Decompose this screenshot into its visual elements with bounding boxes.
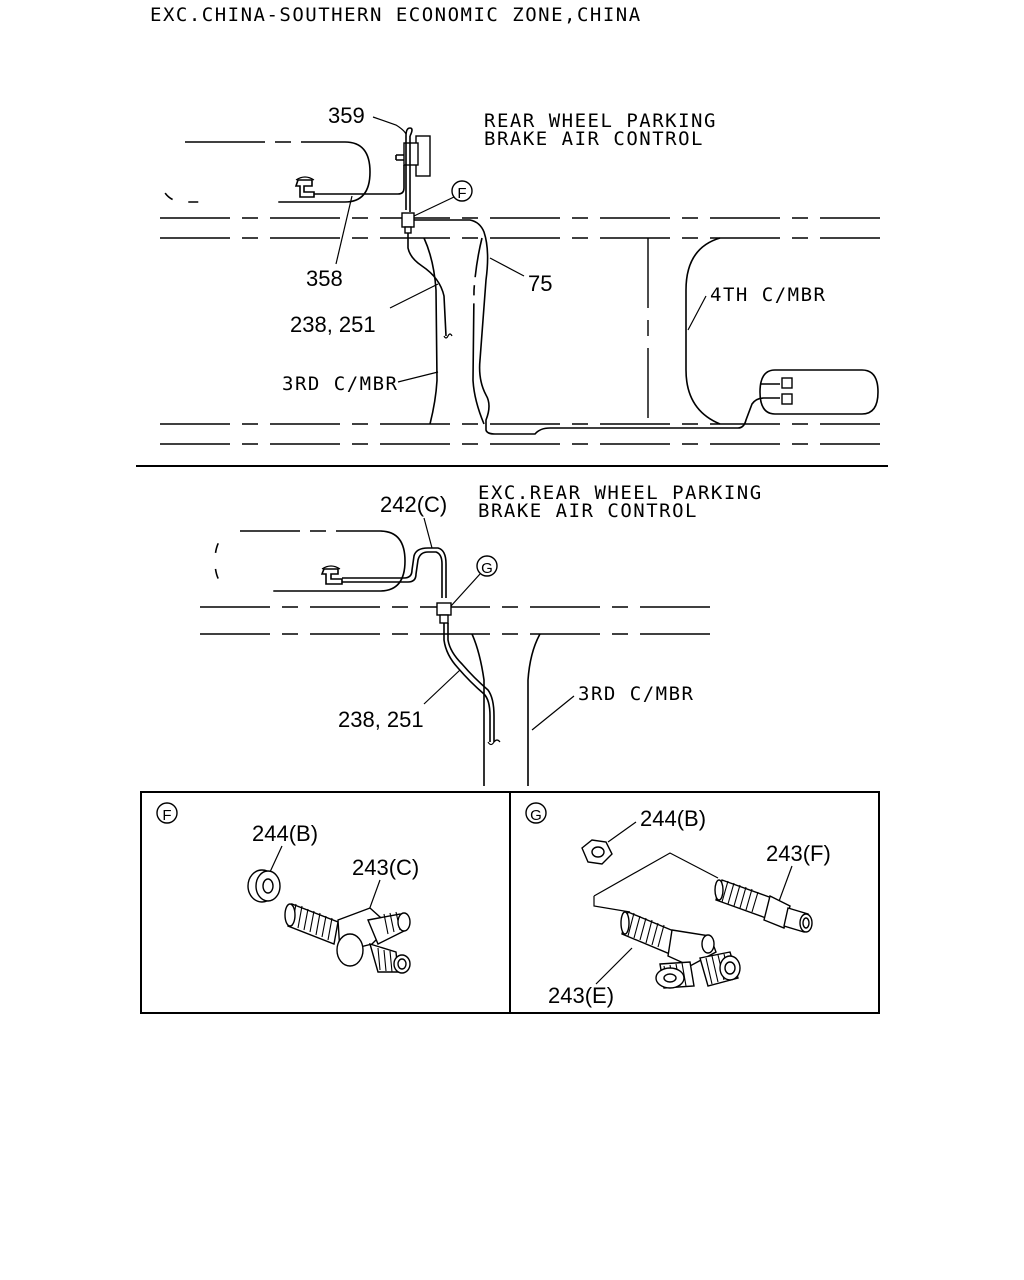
detail-g-244b: 244(B) xyxy=(640,806,706,831)
detail-f-panel-marker-label: F xyxy=(162,807,171,824)
leader-242c xyxy=(423,517,433,549)
lower-tank-elbow-cap xyxy=(321,565,341,570)
lower-third-crossmember-right xyxy=(527,633,541,786)
leader-75 xyxy=(489,257,525,277)
detail-g-panel: G 244(B) 243(F) xyxy=(525,802,831,1008)
lower-tank-elbow xyxy=(320,568,343,585)
tee-fitting-f xyxy=(401,212,415,228)
pipe-242c-2 xyxy=(342,547,447,598)
detail-g-243f: 243(F) xyxy=(766,841,831,866)
upper-view: REAR WHEEL PARKING BRAKE AIR CONTROL F xyxy=(159,103,880,445)
header-title: EXC.CHINA-SOUTHERN ECONOMIC ZONE,CHINA xyxy=(150,4,642,26)
pipe-242c xyxy=(342,551,443,598)
air-tank-left xyxy=(159,141,371,203)
lower-third-crossmember-left xyxy=(471,633,485,786)
callout-359: 359 xyxy=(328,103,365,128)
leader-238-251-upper xyxy=(389,283,439,309)
pipe-238-251-lower xyxy=(443,623,491,742)
nut-244b-f xyxy=(247,869,281,903)
detail-f-leader xyxy=(413,196,455,217)
rear-tank-fitting-1 xyxy=(781,377,793,389)
lower-caption-line1: EXC.REAR WHEEL PARKING xyxy=(478,482,763,504)
detail-f-244b-leader xyxy=(269,845,283,873)
callout-242c: 242(C) xyxy=(380,492,447,517)
tee-243c xyxy=(284,903,411,974)
leader-358 xyxy=(335,195,353,265)
callout-238-251-lower: 238, 251 xyxy=(338,707,424,732)
valve-359-port xyxy=(395,154,404,161)
tank-elbow-fitting xyxy=(294,179,315,198)
leader-359 xyxy=(372,116,407,135)
tee-243e xyxy=(620,911,741,989)
callout-358: 358 xyxy=(306,266,343,291)
detail-g-marker xyxy=(476,555,498,577)
label-3rd-crossmember-lower: 3RD C/MBR xyxy=(578,683,694,705)
detail-f-panel-marker xyxy=(156,802,178,824)
air-tank-rear xyxy=(759,369,879,415)
pipe-358 xyxy=(314,165,405,195)
label-4th-crossmember: 4TH C/MBR xyxy=(710,284,826,306)
callout-75: 75 xyxy=(528,271,552,296)
tank-elbow-cap xyxy=(295,176,315,181)
detail-g-244b-leader xyxy=(607,821,637,843)
fitting-243f xyxy=(714,879,813,933)
detail-f-panel: F 244(B) 243(C) xyxy=(156,802,419,974)
tee-fitting-g-nut xyxy=(439,614,449,624)
detail-f-marker-label: F xyxy=(457,185,466,202)
nut-244b-g xyxy=(581,839,613,865)
leader-3rd-crossmember-upper xyxy=(397,371,439,383)
pipe-238-251-lower-2 xyxy=(447,623,495,742)
fourth-crossmember-outline xyxy=(685,237,721,425)
detail-g-bracket-lower xyxy=(593,896,631,913)
pipe-359-to-tee xyxy=(405,127,413,210)
pipe-238-251-upper xyxy=(407,233,447,337)
callout-238-251-upper: 238, 251 xyxy=(290,312,376,337)
detail-g-243e-leader xyxy=(595,947,633,985)
pipe-238-251-lower-end xyxy=(487,739,501,746)
upper-caption-line2: BRAKE AIR CONTROL xyxy=(484,128,704,150)
detail-g-leader xyxy=(450,573,481,607)
detail-g-bracket-upper xyxy=(593,852,719,897)
pipe-75 xyxy=(414,219,780,435)
lower-caption-line2: BRAKE AIR CONTROL xyxy=(478,500,698,522)
label-3rd-crossmember-upper: 3RD C/MBR xyxy=(282,373,398,395)
lower-view: EXC.REAR WHEEL PARKING BRAKE AIR CONTROL… xyxy=(200,482,763,786)
detail-f-marker xyxy=(451,180,473,202)
detail-f-243c: 243(C) xyxy=(352,855,419,880)
third-crossmember-right xyxy=(472,237,485,425)
tee-fitting-g xyxy=(436,602,452,616)
valve-359-body xyxy=(403,142,419,166)
detail-g-panel-marker xyxy=(525,802,547,824)
pipe-238-251-upper-end xyxy=(443,333,453,339)
air-tank-lower xyxy=(214,530,406,592)
detail-g-243e: 243(E) xyxy=(548,983,614,1008)
leader-238-251-lower xyxy=(423,669,461,705)
leader-4th-crossmember xyxy=(687,295,707,331)
detail-g-marker-label: G xyxy=(481,560,493,577)
rear-tank-fitting-2 xyxy=(781,393,793,405)
detail-g-243f-leader xyxy=(777,865,793,905)
upper-caption-line1: REAR WHEEL PARKING xyxy=(484,110,717,132)
detail-g-panel-marker-label: G xyxy=(530,807,542,824)
detail-f-244b: 244(B) xyxy=(252,821,318,846)
third-crossmember-left xyxy=(423,237,438,425)
tee-fitting-f-nut xyxy=(404,226,412,234)
leader-3rd-crossmember-lower xyxy=(531,695,575,731)
